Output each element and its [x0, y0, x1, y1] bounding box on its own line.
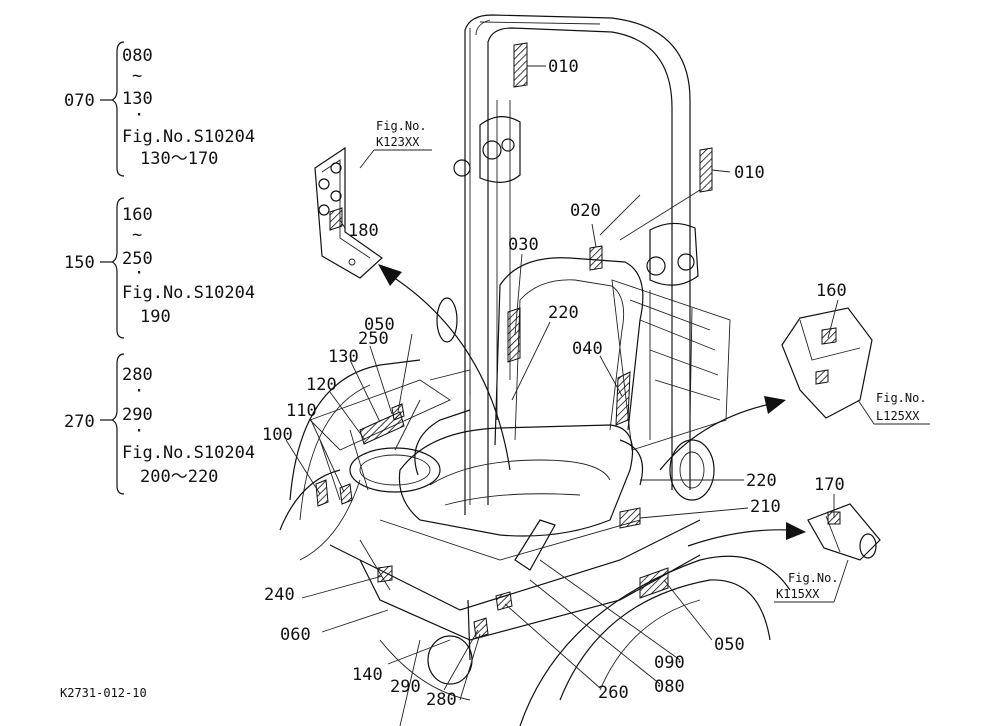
callout-040: 040: [572, 339, 603, 359]
legend-group-id: 270: [64, 412, 95, 432]
leader-lines: [285, 65, 839, 701]
callout-220: 220: [746, 471, 777, 491]
callout-220: 220: [548, 303, 579, 323]
decal-010-right: [699, 147, 713, 193]
callout-260: 260: [598, 683, 629, 703]
legend-line: Fig.No.S10204: [122, 127, 255, 147]
callout-060: 060: [280, 625, 311, 645]
legend-group-270: 270 280 · 290 · Fig.No.S10204 200～220: [64, 353, 255, 495]
detail-part-170: [807, 503, 881, 561]
fig-ref-line: K123XX: [376, 135, 420, 149]
legend-line: ·: [134, 381, 144, 401]
decal-210: [619, 507, 641, 529]
fig-ref-line: Fig.No.: [876, 391, 927, 405]
callout-110: 110: [286, 401, 317, 421]
callout-170: 170: [814, 475, 845, 495]
callout-250: 250: [358, 329, 389, 349]
legend-line: 200～220: [140, 467, 218, 487]
callout-280: 280: [426, 690, 457, 710]
decal-100: [315, 479, 329, 507]
callout-010: 010: [734, 163, 765, 183]
decal-050-right: [639, 567, 669, 599]
legend-group-id: 070: [64, 91, 95, 111]
legend-line: 130: [122, 89, 153, 109]
fig-ref-l125: Fig.No. L125XX: [857, 391, 930, 425]
decal-120-130: [359, 411, 405, 445]
detail-part-160: [781, 307, 873, 419]
legend-group-id: 150: [64, 253, 95, 273]
fig-ref-line: K115XX: [776, 587, 820, 601]
fig-ref-line: Fig.No.: [376, 119, 427, 133]
callout-180: 180: [348, 221, 379, 241]
drawing-code: K2731-012-10: [60, 686, 147, 700]
decal-030: [507, 307, 521, 363]
callout-050: 050: [714, 635, 745, 655]
callout-090: 090: [654, 653, 685, 673]
decal-020: [589, 245, 603, 271]
legend-line: ·: [134, 263, 144, 283]
callout-160: 160: [816, 281, 847, 301]
legend-line: 080: [122, 46, 153, 66]
legend-line: 190: [140, 307, 171, 327]
fig-ref-line: Fig.No.: [788, 571, 839, 585]
decal-040: [615, 371, 631, 426]
fig-ref-k115: Fig.No. K115XX: [774, 559, 849, 603]
legend-line: ~: [132, 66, 142, 86]
callout-100: 100: [262, 425, 293, 445]
legend-line: 290: [122, 405, 153, 425]
callout-080: 080: [654, 677, 685, 697]
legend-line: ~: [132, 225, 142, 245]
callout-050: 050: [364, 315, 395, 335]
detail-bracket-180: [314, 146, 383, 279]
callout-240: 240: [264, 585, 295, 605]
legend-line: 250: [122, 249, 153, 269]
legend-line: Fig.No.S10204: [122, 283, 255, 303]
legend-group-150: 150 160 ~ 250 · Fig.No.S10204 190: [64, 197, 255, 339]
callouts: 010 010 020 030 040 050 050 060 080 090 …: [262, 57, 847, 710]
legend-line: ·: [134, 421, 144, 441]
callout-130: 130: [328, 347, 359, 367]
callout-210: 210: [750, 497, 781, 517]
legend-line: 160: [122, 205, 153, 225]
callout-030: 030: [508, 235, 539, 255]
callout-020: 020: [570, 201, 601, 221]
decal-010-upper: [513, 42, 528, 88]
decal-260: [495, 591, 513, 611]
legend-line: 280: [122, 365, 153, 385]
legend-line: 130～170: [140, 149, 218, 169]
legend-group-070: 070 080 ~ 130 · Fig.No.S10204 130～170: [64, 41, 255, 177]
callout-120: 120: [306, 375, 337, 395]
legend-line: Fig.No.S10204: [122, 443, 255, 463]
operator-seat: [398, 257, 644, 537]
fig-ref-k123: Fig.No. K123XX: [359, 119, 432, 169]
fig-ref-line: L125XX: [876, 409, 920, 423]
callout-010: 010: [548, 57, 579, 77]
decal-280-290: [473, 617, 489, 639]
callout-290: 290: [390, 677, 421, 697]
callout-140: 140: [352, 665, 383, 685]
arrows: [378, 264, 806, 547]
legend-line: ·: [134, 105, 144, 125]
decal-240: [377, 565, 393, 583]
